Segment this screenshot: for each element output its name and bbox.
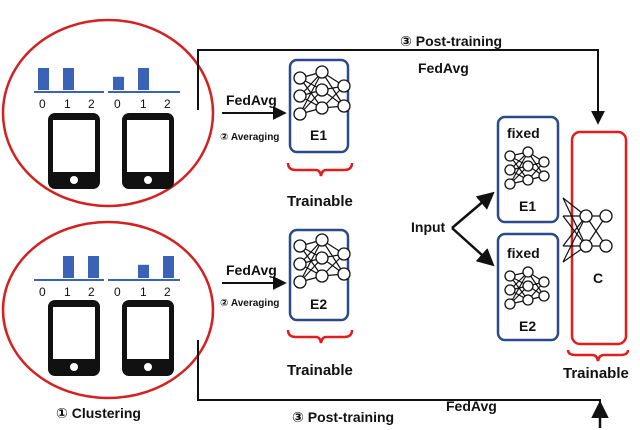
brace-e1	[286, 162, 354, 177]
post-training-line-bottom	[197, 340, 601, 410]
brace-e2	[286, 329, 354, 344]
brace-c	[566, 349, 630, 362]
tick-label: 0	[114, 97, 121, 111]
trainable-label-1: Trainable	[287, 193, 353, 210]
classifier-net-icon	[562, 197, 613, 263]
fixed-label-1: fixed	[507, 125, 540, 141]
histogram-bar	[163, 256, 174, 278]
histogram-bar	[63, 68, 74, 90]
histogram-bar	[138, 264, 149, 278]
phone-icon	[122, 113, 174, 189]
post-training-label-top: ③ Post-training	[400, 33, 502, 49]
clustering-label: ① Clustering	[56, 405, 141, 421]
fixed-encoder-e2-label: E2	[519, 318, 536, 334]
input-arrow-e2	[451, 227, 495, 267]
histogram-bar	[88, 256, 99, 278]
tick-label: 2	[88, 97, 95, 111]
input-label: Input	[411, 219, 446, 235]
histogram-bar	[38, 68, 49, 90]
phone-icon	[48, 300, 100, 376]
post-training-arrow-top	[197, 49, 605, 125]
fedavg-label-1: FedAvg	[226, 92, 277, 108]
fedavg-label-2: FedAvg	[226, 262, 277, 278]
averaging-label-1: ② Averaging	[220, 132, 279, 143]
tick-label: 2	[88, 285, 95, 299]
encoder-e2-label: E2	[310, 296, 327, 312]
cluster-2-histogram-1: 0 1 2	[34, 256, 104, 299]
tick-label: 1	[140, 285, 147, 299]
fedavg-label-bottom: FedAvg	[446, 398, 497, 414]
trainable-label-2: Trainable	[287, 362, 353, 379]
tick-label: 0	[39, 97, 46, 111]
tick-label: 1	[64, 97, 71, 111]
tick-label: 0	[114, 285, 121, 299]
cluster-2-ring	[1, 220, 215, 400]
tick-label: 2	[164, 285, 171, 299]
cluster-1-histogram-2: 0 1 2	[108, 68, 180, 111]
trainable-label-c: Trainable	[563, 365, 629, 382]
fixed-label-2: fixed	[507, 245, 540, 261]
histogram-bar	[113, 76, 124, 90]
cluster-1-ring	[1, 18, 215, 208]
histogram-bar	[138, 68, 149, 90]
encoder-e1-label: E1	[310, 127, 327, 143]
tick-label: 1	[140, 97, 147, 111]
fixed-encoder-e1-label: E1	[519, 198, 536, 214]
tick-label: 1	[64, 285, 71, 299]
post-training-label-bottom: ③ Post-training	[292, 409, 394, 425]
phone-icon	[122, 300, 174, 376]
tick-label: 0	[39, 285, 46, 299]
classifier-c-box	[570, 130, 628, 346]
classifier-c-label: C	[593, 270, 603, 286]
cluster-2-histogram-2: 0 1 2	[108, 256, 180, 299]
fedavg-label-top: FedAvg	[418, 60, 469, 76]
tick-label: 2	[164, 97, 171, 111]
averaging-label-2: ② Averaging	[220, 298, 279, 309]
histogram-bar	[63, 256, 74, 278]
cluster-1-histogram-1: 0 1 2	[34, 68, 104, 111]
phone-icon	[48, 113, 100, 189]
input-arrow-e1	[451, 191, 495, 229]
